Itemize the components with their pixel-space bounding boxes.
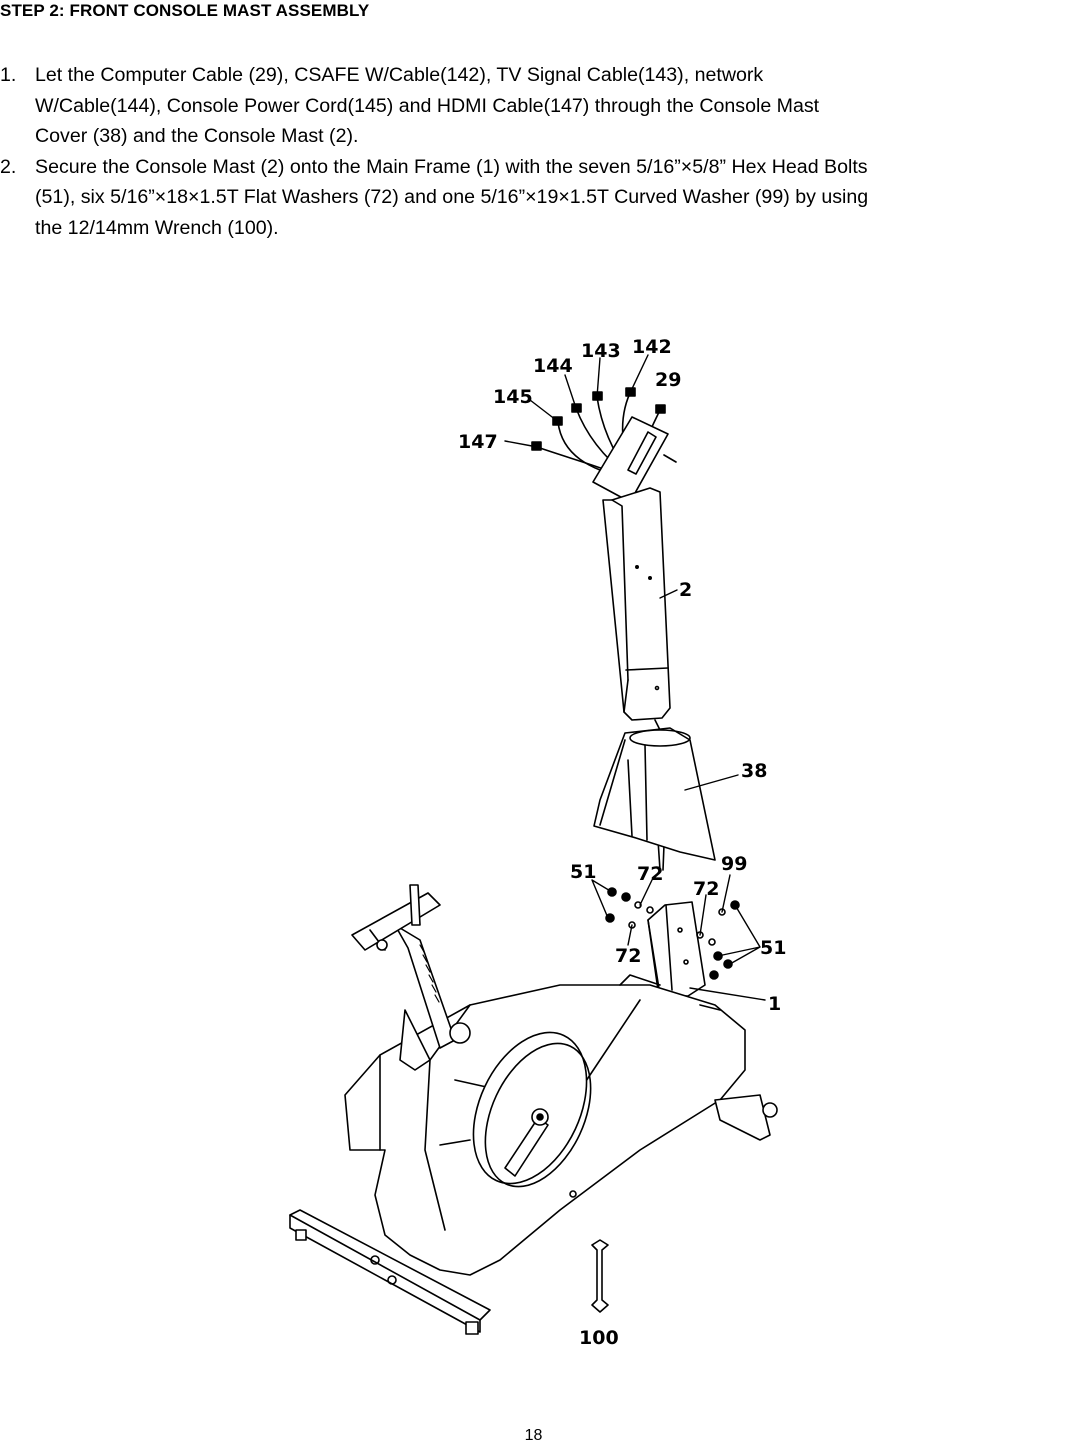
callout-2: 2: [679, 579, 692, 601]
callout-142: 142: [632, 336, 672, 358]
instruction-list: 1. Let the Computer Cable (29), CSAFE W/…: [0, 60, 1067, 243]
callout-51-right: 51: [760, 937, 786, 959]
callout-1: 1: [768, 993, 781, 1015]
callout-144: 144: [533, 355, 573, 377]
step-line: W/Cable(144), Console Power Cord(145) an…: [35, 94, 820, 117]
step-line: Cover (38) and the Console Mast (2).: [35, 125, 359, 147]
rear-stabilizer: [714, 1094, 778, 1141]
callout-72-top: 72: [637, 863, 663, 885]
step-line: the 12/14mm Wrench (100).: [35, 216, 279, 239]
callout-99: 99: [721, 853, 747, 875]
seat-post: [351, 884, 471, 1071]
flywheel: [472, 1031, 592, 1188]
step-line: (51), six 5/16”×18×1.5T Flat Washers (72…: [35, 186, 869, 208]
step-line: Let the Computer Cable (29), CSAFE W/Cab…: [35, 64, 764, 86]
step-line: Secure the Console Mast (2) onto the Mai…: [35, 155, 868, 178]
instruction-step-1: 1. Let the Computer Cable (29), CSAFE W/…: [0, 60, 1067, 152]
callout-38: 38: [741, 760, 767, 782]
callout-51-left: 51: [570, 861, 596, 883]
mast-top-plate: [592, 416, 677, 503]
callout-145: 145: [493, 386, 533, 408]
callout-72-bottom: 72: [615, 945, 641, 967]
mast-cover: [593, 727, 716, 861]
front-stabilizer: [289, 1209, 491, 1335]
main-frame-upright: [647, 901, 706, 997]
callout-143: 143: [581, 340, 621, 362]
step-number: 2.: [0, 155, 17, 178]
callout-100: 100: [579, 1327, 619, 1349]
console-mast: [602, 487, 671, 721]
step-number: 1.: [0, 64, 17, 86]
callout-72-right: 72: [693, 878, 719, 900]
wrench: [591, 1239, 609, 1313]
callout-29: 29: [655, 369, 681, 391]
callout-147: 147: [458, 431, 498, 453]
leader-lines: [504, 354, 766, 1001]
step-heading: STEP 2: FRONT CONSOLE MAST ASSEMBLY: [0, 1, 370, 20]
instruction-step-2: 2. Secure the Console Mast (2) onto the …: [0, 152, 1067, 244]
page-number: 18: [524, 1427, 543, 1444]
